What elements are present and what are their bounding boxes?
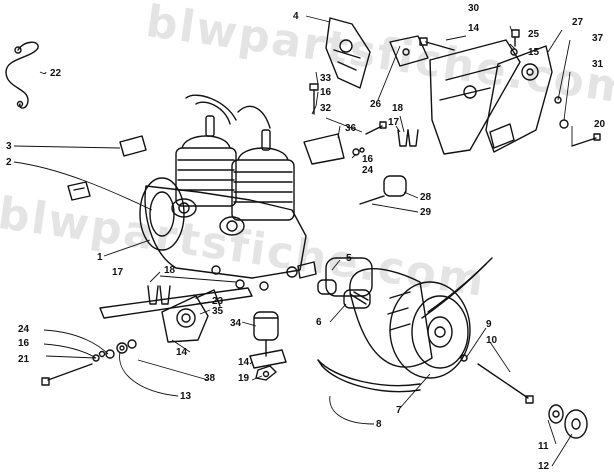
callout-36: 36: [345, 123, 357, 134]
callout-19: 19: [238, 373, 250, 384]
callout-16-mid: 16: [362, 154, 374, 165]
callout-3: 3: [6, 141, 12, 152]
callout-26: 26: [370, 99, 382, 110]
callout-20: 20: [594, 119, 606, 130]
nut-19-part: [255, 365, 277, 381]
callout-29: 29: [420, 207, 432, 218]
mount-28-part: [359, 175, 407, 205]
clip-upper-part: [397, 129, 419, 147]
callout-24-upper: 24: [362, 165, 374, 176]
bracket-4-part: [325, 17, 371, 89]
callout-5: 5: [346, 253, 352, 264]
bolt-21-part: [41, 363, 93, 386]
callout-7: 7: [396, 405, 402, 416]
bushing-6-part: [343, 289, 371, 309]
bolt-10-part: [477, 363, 534, 404]
cover-plate-part: [429, 39, 521, 155]
callout-14-lower: 14: [238, 357, 250, 368]
bushing-5-part: [317, 257, 373, 297]
drive-belt-part: [317, 257, 493, 393]
drive-clutch-part: [349, 268, 471, 379]
callout-25: 25: [528, 29, 540, 40]
callout-22: 22: [50, 68, 62, 79]
screw-small-parts: [352, 29, 569, 362]
callout-35: 35: [212, 306, 224, 317]
callout-4: 4: [293, 11, 299, 22]
callout-28: 28: [420, 192, 432, 203]
bolt-32-part: [365, 121, 387, 135]
mount-34-part: [253, 311, 279, 357]
callout-18-lower: 18: [164, 265, 176, 276]
plate-26-part: [389, 35, 429, 67]
bolt-30-part: [419, 37, 455, 51]
washer-12-part: [564, 409, 588, 439]
callout-17-upper: 17: [388, 117, 400, 128]
callout-33: 33: [320, 73, 332, 84]
clip-lower-part: [147, 285, 171, 305]
bracket-27-part: [485, 45, 553, 153]
callout-38: 38: [204, 373, 216, 384]
callout-12: 12: [538, 461, 550, 472]
gasket-lower-part: [249, 349, 287, 369]
callout-21: 21: [18, 354, 30, 365]
decal-parts: [67, 135, 147, 201]
starter-housing-part: [161, 289, 221, 343]
callout-13: 13: [180, 391, 192, 402]
callout-14-top: 14: [468, 23, 480, 34]
washer-11-part: [548, 404, 564, 424]
engine-block: [139, 94, 317, 291]
callout-1: 1: [97, 252, 103, 263]
callout-18-upper: 18: [392, 103, 404, 114]
washer-small-parts: [92, 339, 137, 362]
callout-2: 2: [6, 157, 12, 168]
callout-31: 31: [592, 59, 604, 70]
callout-16-lower: 16: [18, 338, 30, 349]
callout-30: 30: [468, 3, 480, 14]
callout-24-lower: 24: [18, 324, 30, 335]
callout-16-upper: 16: [320, 87, 332, 98]
callout-8: 8: [376, 419, 382, 430]
callout-14-mid: 14: [176, 347, 188, 358]
callout-34: 34: [230, 318, 242, 329]
callout-27: 27: [572, 17, 584, 28]
mounting-plate-part: [99, 287, 253, 319]
bolt-20-part: [571, 133, 601, 147]
callout-23: 23: [212, 296, 224, 307]
leader-lines: [13, 15, 573, 467]
cable-part: [5, 41, 39, 109]
callout-32: 32: [320, 103, 332, 114]
callout-11: 11: [538, 441, 549, 452]
callout-37: 37: [592, 33, 604, 44]
callout-9: 9: [486, 319, 492, 330]
callout-10: 10: [486, 335, 498, 346]
callout-6: 6: [316, 317, 322, 328]
callout-15: 15: [528, 47, 540, 58]
bracket-36-part: [303, 133, 345, 165]
callout-17-lower: 17: [112, 267, 124, 278]
